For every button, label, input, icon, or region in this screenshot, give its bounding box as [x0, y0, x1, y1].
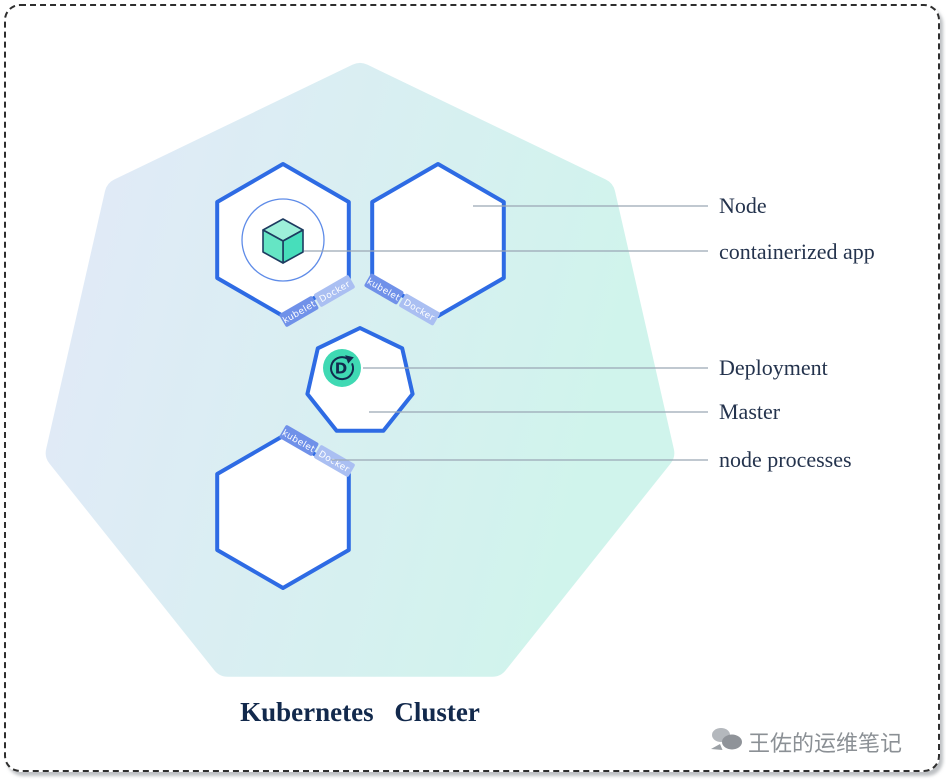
label-master: Master: [719, 399, 781, 424]
deployment-letter: D: [335, 360, 347, 378]
deployment-arrowhead-icon: [345, 355, 354, 364]
watermark-bubble-tail: [711, 744, 723, 750]
deployment-arrow-icon: [330, 356, 354, 381]
docker-badge: [314, 275, 355, 307]
cluster-title: Kubernetes Cluster: [240, 697, 480, 727]
kubelet-badge: [279, 296, 319, 327]
containerized-app-circle: [241, 198, 325, 282]
docker-badge: [399, 293, 440, 326]
watermark: 王佐的运维笔记: [711, 728, 902, 757]
cube-left-face: [262, 229, 284, 264]
deployment-icon: D: [323, 349, 361, 387]
kubelet-badge: [279, 425, 319, 456]
watermark-text: 王佐的运维笔记: [748, 732, 902, 757]
watermark-bubble-front: [722, 734, 742, 750]
label-node-processes: node processes: [719, 447, 852, 472]
docker-badge: [314, 445, 355, 477]
watermark-chat-bubbles-icon: [711, 728, 742, 750]
label-containerized-app: containerized app: [719, 239, 875, 264]
label-node: Node: [719, 193, 767, 218]
kubelet-badge: [364, 273, 404, 305]
label-deployment: Deployment: [719, 355, 828, 380]
container-cube-icon: [262, 218, 304, 264]
